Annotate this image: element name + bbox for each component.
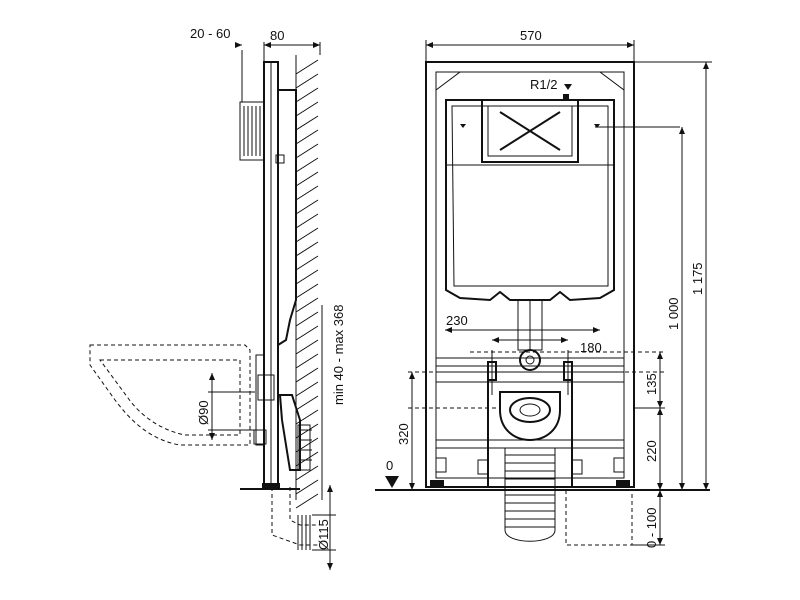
wall-hatching bbox=[295, 55, 319, 509]
hatch-line bbox=[295, 381, 319, 397]
hatch-line bbox=[295, 227, 319, 243]
frame-outer bbox=[425, 61, 635, 488]
dim-outlet-height-label: 320 bbox=[396, 423, 411, 445]
dim-adjust-label: 20 - 60 bbox=[190, 26, 230, 41]
hatch-line bbox=[295, 395, 319, 411]
hatch-line bbox=[295, 493, 319, 509]
flush-plate bbox=[481, 99, 579, 163]
hatch-line bbox=[295, 311, 319, 327]
dim-wall-range-label: min 40 - max 368 bbox=[331, 305, 346, 405]
hatch-line bbox=[295, 353, 319, 369]
hatch-line bbox=[295, 185, 319, 201]
hatch-line bbox=[295, 171, 319, 187]
toilet-bowl-outline bbox=[89, 344, 251, 446]
hatch-line bbox=[295, 297, 319, 313]
hatch-line bbox=[295, 479, 319, 495]
dim-bolt-outer-label: 230 bbox=[446, 313, 468, 328]
drain-pipe bbox=[504, 448, 556, 542]
hatch-line bbox=[295, 269, 319, 285]
dim-bolt-gap-label: 135 bbox=[644, 373, 659, 395]
hatch-line bbox=[295, 157, 319, 173]
hatch-line bbox=[295, 465, 319, 481]
hatch-line bbox=[295, 73, 319, 89]
hatch-line bbox=[295, 339, 319, 355]
dim-tank-height-label: 1 000 bbox=[666, 297, 681, 330]
hatch-line bbox=[295, 255, 319, 271]
inlet-label: R1/2 bbox=[530, 77, 557, 92]
hatch-line bbox=[295, 213, 319, 229]
dim-floor-range-label: 0 - 100 bbox=[644, 508, 659, 548]
hatch-line bbox=[295, 325, 319, 341]
hatch-line bbox=[295, 367, 319, 383]
flush-plate-side bbox=[239, 101, 265, 161]
dim-total-height-label: 1 175 bbox=[690, 262, 705, 295]
dim-bolt-inner-label: 180 bbox=[580, 340, 602, 355]
dim-width-label: 570 bbox=[520, 28, 542, 43]
hatch-line bbox=[295, 115, 319, 131]
hatch-line bbox=[295, 101, 319, 117]
hatch-line bbox=[295, 87, 319, 103]
dim-outlet-label: Ø90 bbox=[196, 400, 211, 425]
side-view: 20 - 60 80 min 40 - max 368 Ø90 Ø115 bbox=[89, 26, 346, 570]
hatch-line bbox=[295, 143, 319, 159]
hatch-line bbox=[295, 129, 319, 145]
hatch-line bbox=[295, 241, 319, 257]
dim-bolt-height-label: 220 bbox=[644, 440, 659, 462]
hatch-line bbox=[295, 59, 319, 75]
hatch-line bbox=[295, 283, 319, 299]
hatch-line bbox=[295, 199, 319, 215]
cistern bbox=[445, 99, 615, 302]
frame-foot bbox=[262, 483, 280, 489]
dim-depth-label: 80 bbox=[270, 28, 284, 43]
floor-zero-label: 0 bbox=[386, 458, 393, 473]
front-view: R1/2 bbox=[375, 28, 712, 548]
dim-drain-label: Ø115 bbox=[316, 519, 331, 550]
